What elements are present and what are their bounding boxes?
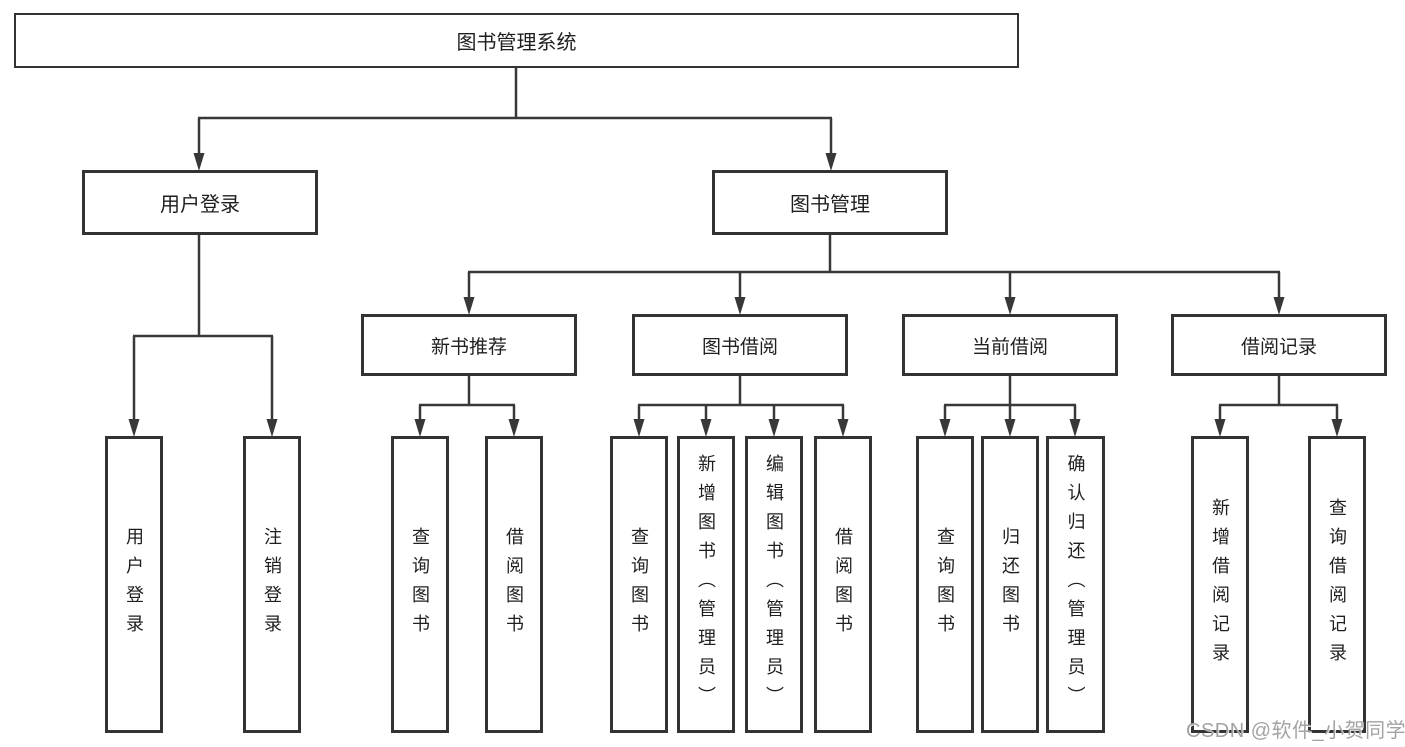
node-current-borrowing: 当前借阅 <box>902 314 1118 376</box>
leaf-logout: 注销登录 <box>243 436 301 733</box>
leaf-query-borrow-record: 查询借阅记录 <box>1308 436 1366 733</box>
node-user-login: 用户登录 <box>82 170 318 235</box>
node-borrowing-records: 借阅记录 <box>1171 314 1387 376</box>
leaf-return-books: 归还图书 <box>981 436 1039 733</box>
leaf-query-books: 查询图书 <box>916 436 974 733</box>
csdn-watermark: CSDN @软件_小贺同学 <box>1186 720 1405 742</box>
leaf-add-books-admin: 新增图书（管理员） <box>677 436 735 733</box>
arrowheads <box>128 153 1343 437</box>
node-book-borrowing: 图书借阅 <box>632 314 848 376</box>
node-library-management-system: 图书管理系统 <box>14 13 1019 68</box>
leaf-borrow-books: 借阅图书 <box>814 436 872 733</box>
node-new-book-recommendation: 新书推荐 <box>361 314 577 376</box>
node-book-management: 图书管理 <box>712 170 948 235</box>
leaf-query-books: 查询图书 <box>610 436 668 733</box>
leaf-confirm-return-admin: 确认归还（管理员） <box>1046 436 1105 733</box>
leaf-edit-books-admin: 编辑图书（管理员） <box>745 436 803 733</box>
leaf-user-login: 用户登录 <box>105 436 163 733</box>
leaf-borrow-books: 借阅图书 <box>485 436 543 733</box>
leaf-add-borrow-record: 新增借阅记录 <box>1191 436 1249 733</box>
leaf-query-books: 查询图书 <box>391 436 449 733</box>
